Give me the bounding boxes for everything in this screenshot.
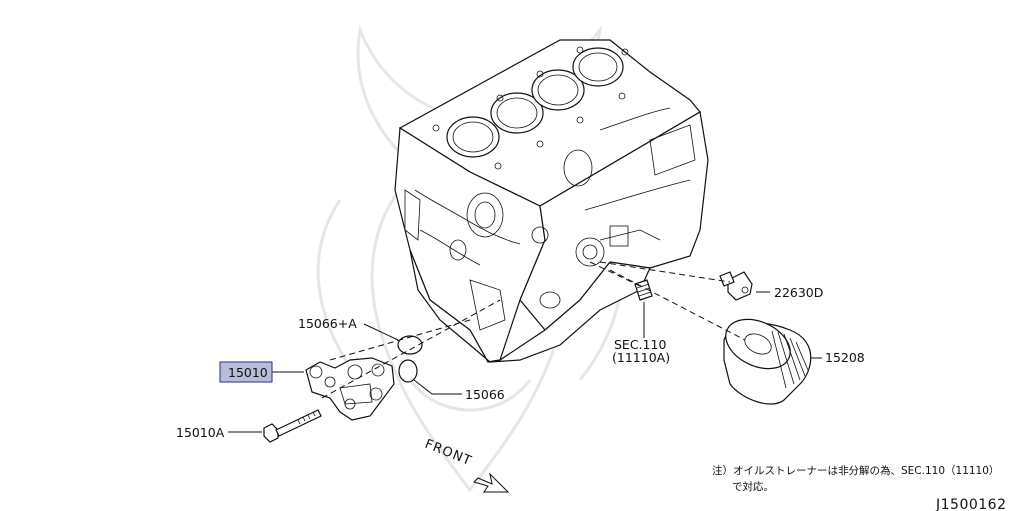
- note-line-1: 注）オイルストレーナーは非分解の為、SEC.110（11110）: [712, 464, 999, 477]
- pressure-switch: [719, 271, 753, 301]
- leader-15066: [413, 379, 462, 395]
- cylinder-block: [394, 39, 709, 363]
- assembly-line-oring: [329, 319, 471, 361]
- label-section-ref-sub[interactable]: (11110A): [612, 350, 670, 365]
- drawing-code: J1500162: [935, 497, 1006, 511]
- label-oil-filter[interactable]: 15208: [825, 350, 865, 365]
- leader-15066a: [363, 323, 399, 341]
- label-section-ref[interactable]: SEC.110: [614, 337, 666, 352]
- note-line-2: で対応。: [732, 480, 774, 493]
- label-oil-pump[interactable]: 15010: [228, 365, 268, 380]
- highlight-box: [219, 361, 273, 383]
- pump-bolt: [263, 409, 322, 443]
- label-o-ring-a[interactable]: 15066+A: [298, 316, 357, 331]
- assembly-line-switch: [599, 261, 731, 283]
- label-o-ring[interactable]: 15066: [465, 387, 505, 402]
- label-pump-bolt[interactable]: 15010A: [176, 425, 225, 440]
- label-pressure-switch[interactable]: 22630D: [774, 285, 823, 300]
- front-arrow-icon: [473, 472, 510, 493]
- assembly-line-filter: [609, 269, 746, 341]
- o-ring-a: [397, 335, 423, 355]
- oil-filter: [723, 318, 812, 405]
- front-label: FRONT: [423, 437, 474, 469]
- assembly-line-pump: [321, 299, 501, 399]
- oil-pump: [305, 357, 395, 421]
- o-ring: [398, 359, 418, 383]
